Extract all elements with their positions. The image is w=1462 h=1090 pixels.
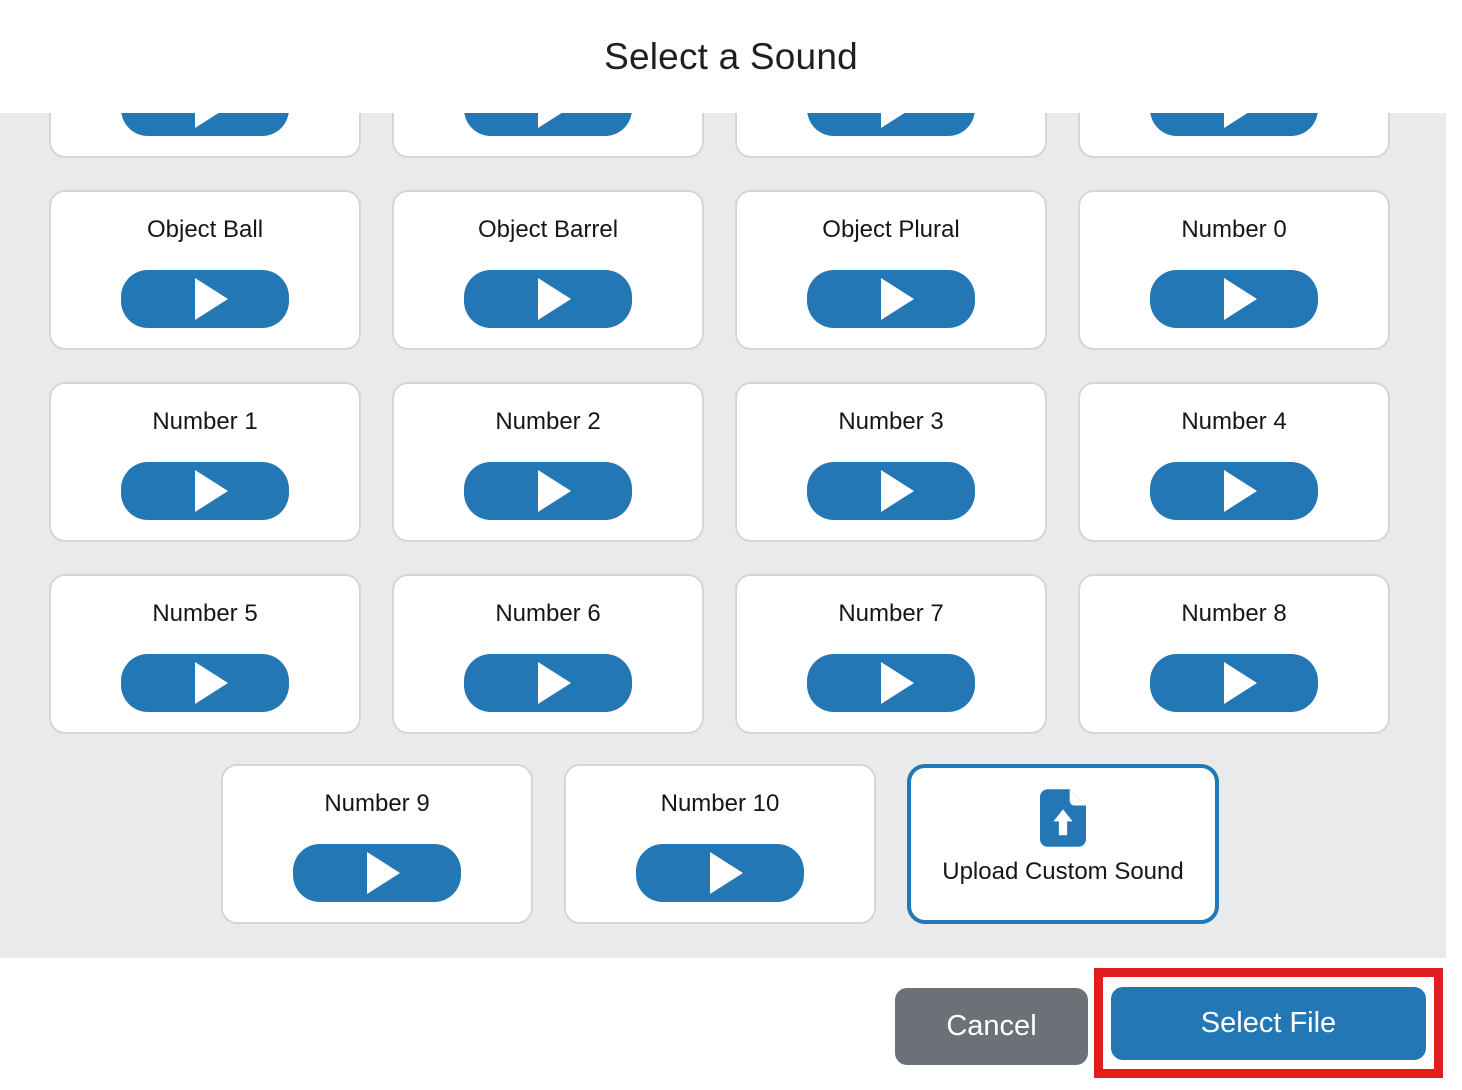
- play-icon: [709, 852, 743, 894]
- sound-card-label: Number 9: [324, 790, 430, 817]
- sound-card: Number 6: [392, 574, 704, 734]
- play-button[interactable]: [121, 270, 289, 328]
- sound-card: Number 0: [1078, 190, 1390, 350]
- sound-card: Number 4: [1078, 382, 1390, 542]
- play-button[interactable]: [293, 844, 461, 902]
- sound-card: Object Ball: [49, 190, 361, 350]
- sound-card-label: Number 2: [495, 408, 601, 435]
- play-icon: [194, 113, 228, 128]
- sound-card: Number 1: [49, 382, 361, 542]
- sound-card: Number 2: [392, 382, 704, 542]
- sound-card: Number 8: [1078, 574, 1390, 734]
- play-icon: [537, 470, 571, 512]
- sound-card: Number 5: [49, 574, 361, 734]
- play-button[interactable]: [807, 270, 975, 328]
- sound-card-partial: [49, 113, 361, 158]
- play-icon: [537, 662, 571, 704]
- sound-card: Object Plural: [735, 190, 1047, 350]
- sound-card-partial: [1078, 113, 1390, 158]
- sound-card-label: Object Barrel: [477, 216, 619, 243]
- file-upload-icon: [1040, 789, 1086, 847]
- sound-card-label: Number 10: [660, 790, 780, 817]
- play-icon: [880, 113, 914, 128]
- upload-custom-sound-card[interactable]: Upload Custom Sound: [907, 764, 1219, 924]
- cancel-button[interactable]: Cancel: [895, 988, 1088, 1065]
- sound-card-label: Object Plural: [822, 216, 960, 243]
- play-button[interactable]: [464, 654, 632, 712]
- sound-card-label: Number 5: [152, 600, 258, 627]
- play-button[interactable]: [464, 113, 632, 136]
- play-icon: [1223, 113, 1257, 128]
- play-button[interactable]: [121, 462, 289, 520]
- sound-card-label: Number 1: [152, 408, 258, 435]
- play-icon: [537, 278, 571, 320]
- play-icon: [1223, 662, 1257, 704]
- sound-card-label: Number 7: [838, 600, 944, 627]
- play-button[interactable]: [807, 462, 975, 520]
- annotation-highlight-box: Select File: [1094, 968, 1443, 1078]
- play-button[interactable]: [807, 113, 975, 136]
- sound-card-label: Number 4: [1181, 408, 1287, 435]
- dialog-title: Select a Sound: [604, 35, 858, 77]
- play-icon: [537, 113, 571, 128]
- play-button[interactable]: [1150, 462, 1318, 520]
- play-button[interactable]: [464, 270, 632, 328]
- play-button[interactable]: [1150, 270, 1318, 328]
- sound-card: Object Barrel: [392, 190, 704, 350]
- sound-grid: Number 10 Number 9 Number 8 Number 7 Number …: [0, 113, 1446, 958]
- play-button[interactable]: [1150, 654, 1318, 712]
- play-icon: [194, 470, 228, 512]
- sound-card: Number 9: [221, 764, 533, 924]
- sound-card-label: Number 8: [1181, 600, 1287, 627]
- play-icon: [880, 662, 914, 704]
- sound-card-label: Number 6: [495, 600, 601, 627]
- sound-card: Number 10: [564, 764, 876, 924]
- play-icon: [366, 852, 400, 894]
- select-file-button[interactable]: Select File: [1111, 986, 1426, 1060]
- play-icon: [880, 470, 914, 512]
- dialog-footer: Cancel Select File: [0, 958, 1462, 1090]
- sound-card-label: Number 3: [838, 408, 944, 435]
- play-icon: [194, 662, 228, 704]
- play-icon: [1223, 470, 1257, 512]
- sound-card: Number 7: [735, 574, 1047, 734]
- dialog-header: Select a Sound: [0, 0, 1462, 113]
- sound-card-label: Number 0: [1181, 216, 1287, 243]
- play-button[interactable]: [464, 462, 632, 520]
- sound-card-partial: [735, 113, 1047, 158]
- play-button[interactable]: [121, 113, 289, 136]
- upload-card-label: Upload Custom Sound: [942, 858, 1184, 885]
- play-icon: [194, 278, 228, 320]
- play-button[interactable]: [636, 844, 804, 902]
- play-button[interactable]: [1150, 113, 1318, 136]
- play-button[interactable]: [807, 654, 975, 712]
- sound-card-partial: [392, 113, 704, 158]
- play-icon: [880, 278, 914, 320]
- sound-card-label: Object Ball: [146, 216, 264, 243]
- play-icon: [1223, 278, 1257, 320]
- sound-card: Number 3: [735, 382, 1047, 542]
- play-button[interactable]: [121, 654, 289, 712]
